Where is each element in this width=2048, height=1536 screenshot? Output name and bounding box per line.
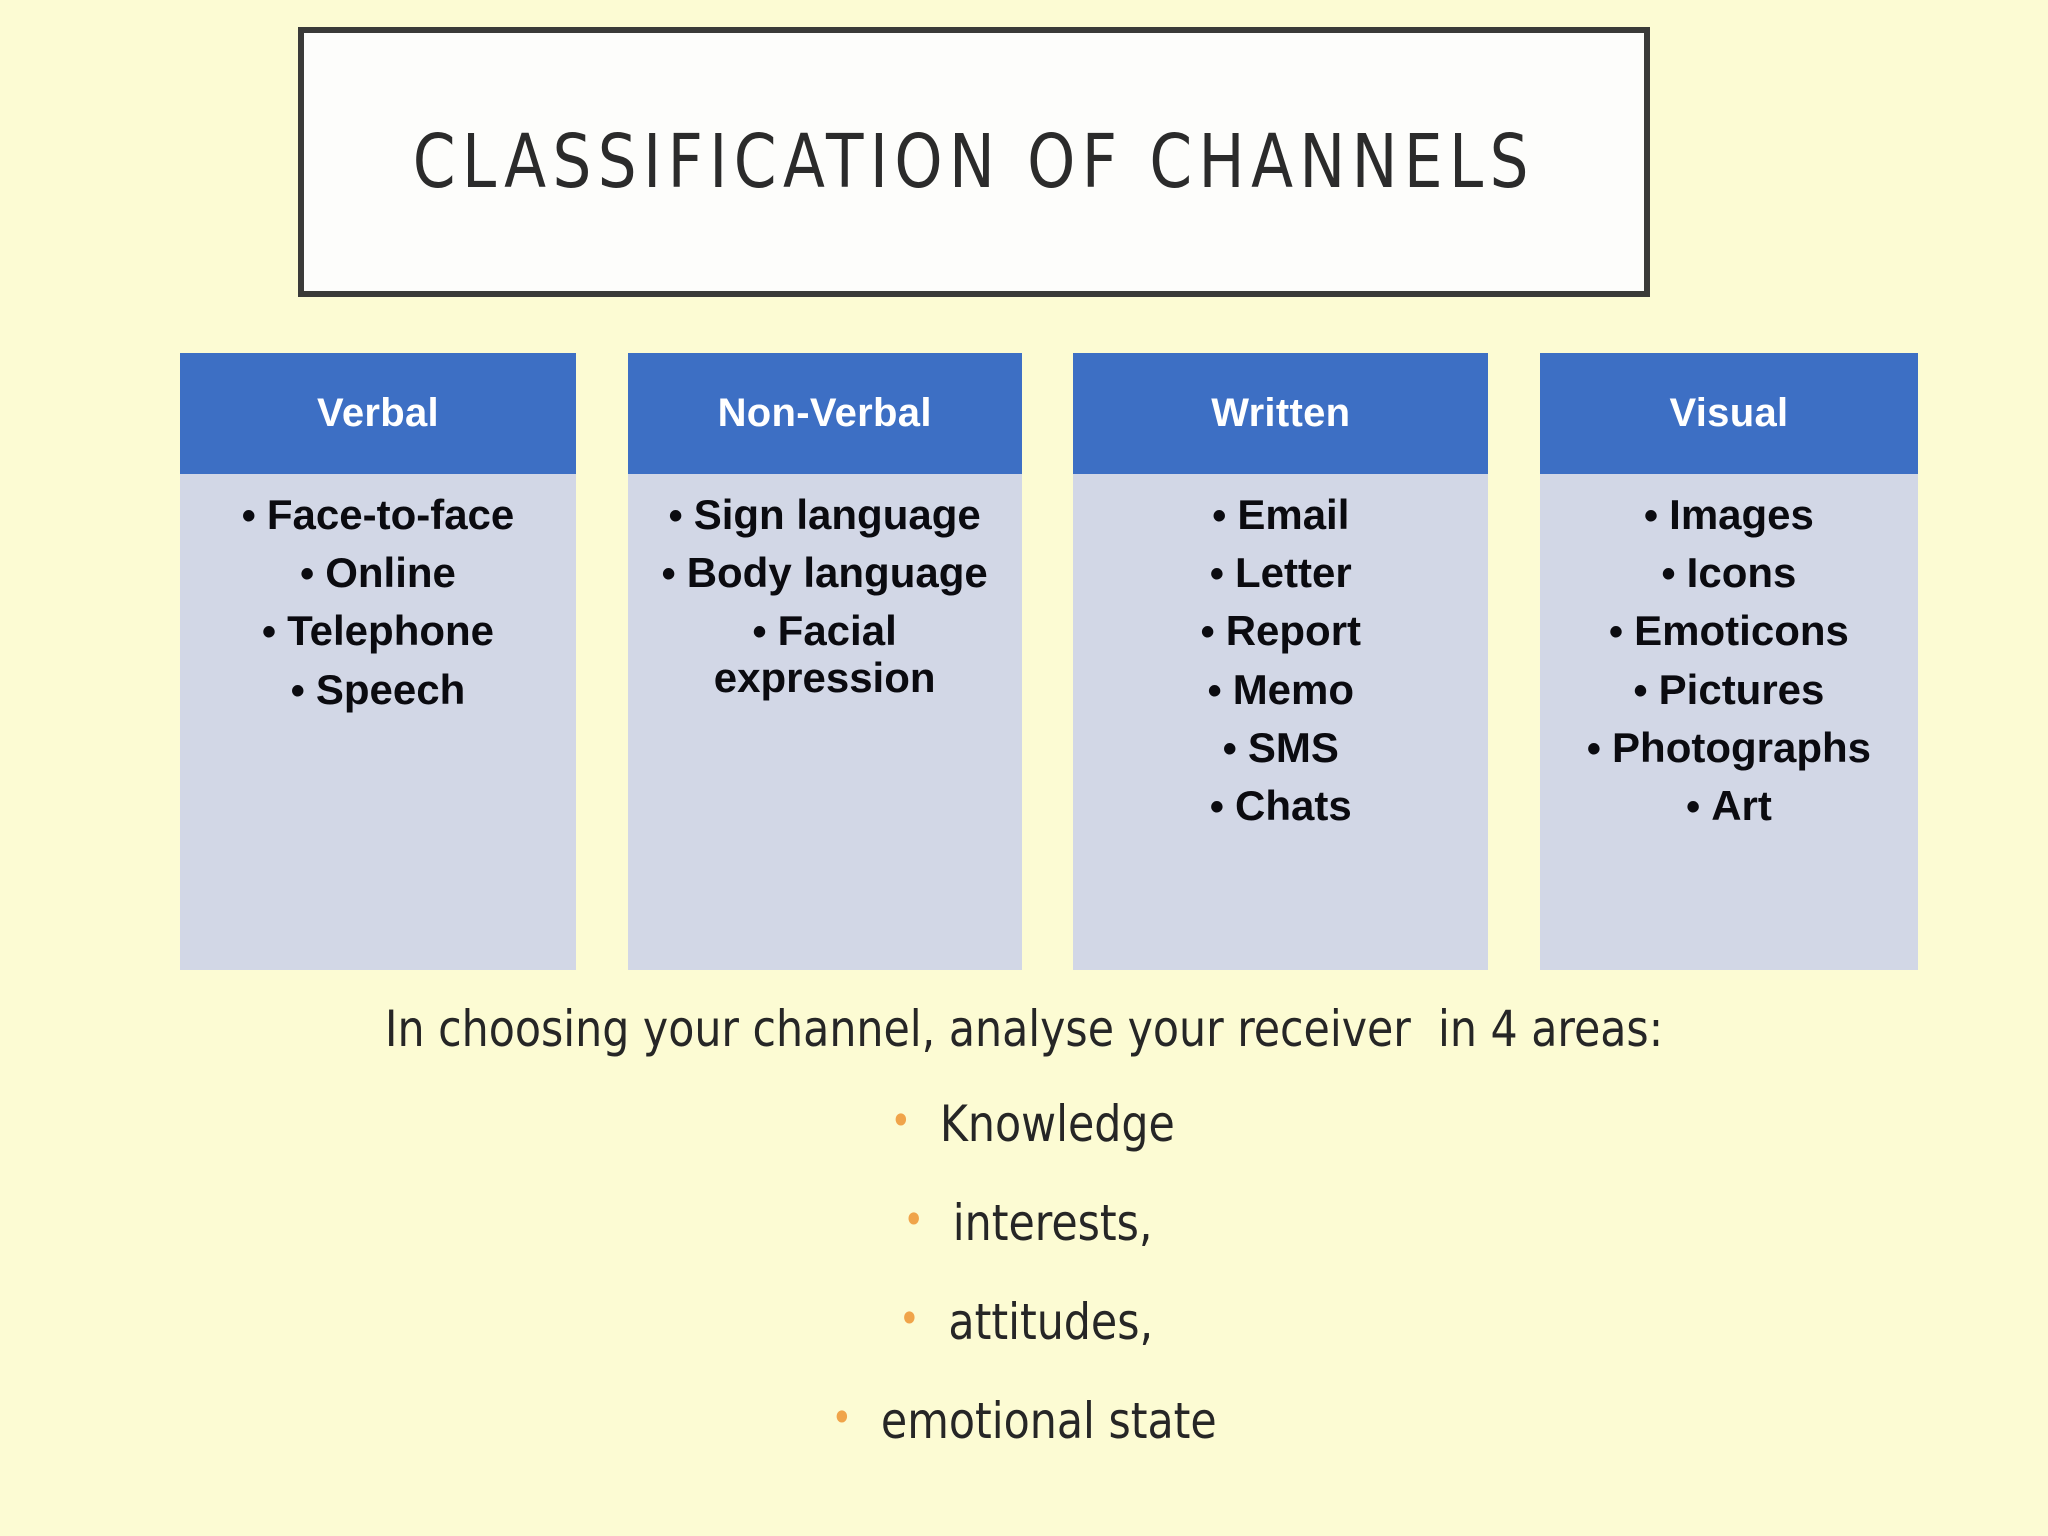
column-body-non-verbal: Sign language Body language Facial expre… (627, 474, 1022, 970)
title-box: CLASSIFICATION OF CHANNELS (298, 27, 1650, 297)
list-item: Speech (190, 666, 566, 713)
column-list-verbal: Face-to-face Online Telephone Speech (190, 492, 566, 713)
column-body-visual: Images Icons Emoticons Pictures Photogra… (1539, 474, 1918, 970)
list-item: Facial expression (638, 608, 1012, 700)
bullet-dot-icon: • (898, 1294, 920, 1343)
channel-columns: Verbal Face-to-face Online Telephone Spe… (180, 353, 1918, 970)
column-header-verbal: Verbal (180, 353, 576, 474)
column-list-visual: Images Icons Emoticons Pictures Photogra… (1550, 492, 1908, 829)
receiver-list-item-label: attitudes, (948, 1293, 1154, 1351)
list-item: Telephone (190, 608, 566, 654)
receiver-analysis-list: • Knowledge • interests, • attitudes, • … (0, 1095, 2048, 1491)
channel-column-visual: Visual Images Icons Emoticons Pictures P… (1539, 353, 1918, 970)
page-title: CLASSIFICATION OF CHANNELS (412, 119, 1536, 205)
bullet-dot-icon: • (903, 1195, 925, 1244)
list-item: Email (1083, 492, 1478, 538)
column-body-written: Email Letter Report Memo SMS Chats (1073, 474, 1489, 970)
list-item: Icons (1550, 550, 1908, 596)
list-item: Pictures (1550, 666, 1908, 713)
list-item: Emoticons (1550, 608, 1908, 654)
receiver-list-item-label: interests, (952, 1194, 1153, 1252)
column-header-visual: Visual (1539, 353, 1918, 474)
list-item: Art (1550, 783, 1908, 829)
column-list-non-verbal: Sign language Body language Facial expre… (638, 492, 1012, 700)
column-header-written: Written (1073, 353, 1489, 474)
column-body-verbal: Face-to-face Online Telephone Speech (180, 474, 576, 970)
list-item: Online (190, 550, 566, 596)
list-item: Letter (1083, 550, 1478, 596)
channel-column-verbal: Verbal Face-to-face Online Telephone Spe… (180, 353, 576, 970)
column-list-written: Email Letter Report Memo SMS Chats (1083, 492, 1478, 829)
receiver-list-item-knowledge: • Knowledge (51, 1095, 1997, 1194)
list-item: Sign language (638, 492, 1012, 538)
column-header-non-verbal: Non-Verbal (627, 353, 1022, 474)
receiver-list-item-interests: • interests, (51, 1194, 1997, 1293)
receiver-list-item-emotional-state: • emotional state (51, 1392, 1997, 1491)
list-item: Body language (638, 550, 1012, 596)
list-item: Images (1550, 492, 1908, 538)
list-item: SMS (1083, 724, 1478, 771)
receiver-list-item-attitudes: • attitudes, (51, 1293, 1997, 1392)
list-item: Face-to-face (190, 492, 566, 538)
list-item: Chats (1083, 783, 1478, 829)
list-item: Photographs (1550, 724, 1908, 771)
channel-column-written: Written Email Letter Report Memo SMS Cha… (1073, 353, 1489, 970)
channel-column-non-verbal: Non-Verbal Sign language Body language F… (627, 353, 1022, 970)
bullet-dot-icon: • (890, 1096, 912, 1145)
receiver-analysis-lead-in: In choosing your channel, analyse your r… (384, 1000, 1664, 1058)
receiver-list-item-label: emotional state (880, 1392, 1217, 1450)
list-item: Report (1083, 608, 1478, 654)
receiver-list-item-label: Knowledge (939, 1095, 1175, 1153)
bullet-dot-icon: • (831, 1393, 853, 1442)
list-item: Memo (1083, 666, 1478, 713)
